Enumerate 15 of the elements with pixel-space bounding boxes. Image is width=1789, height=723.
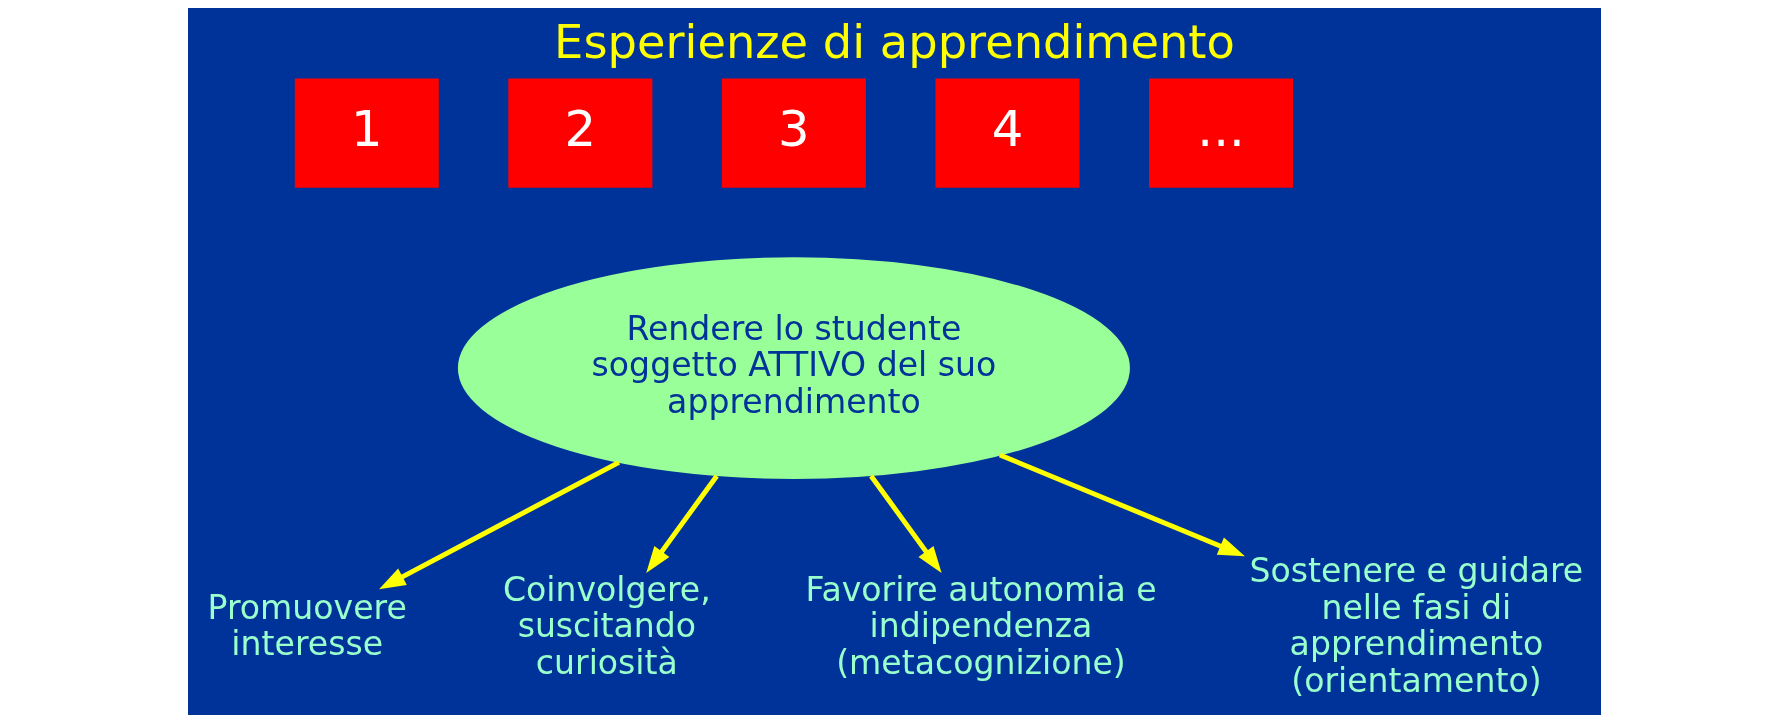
node-box: 2	[508, 78, 653, 188]
node-text: Sostenere e guidare nelle fasi di apprendimento (orientamento)	[1249, 551, 1584, 700]
node-box: 1	[294, 78, 439, 188]
node-text: Promuovere interesse	[207, 587, 407, 664]
arrow	[869, 474, 942, 573]
diagram-title: Esperienze di apprendimento	[554, 15, 1235, 70]
node-box: 4	[935, 78, 1080, 188]
node-text: Favorire autonomia e indipendenza (metacognizione)	[805, 569, 1157, 682]
node-box: ...	[1149, 78, 1294, 188]
arrow	[379, 460, 621, 590]
node-box: 3	[721, 78, 866, 188]
node-text: Coinvolgere, suscitando curiosità	[502, 569, 711, 682]
node-ellipse: Rendere lo studente soggetto ATTIVO del suo apprendimento	[457, 257, 1130, 479]
arrow	[646, 474, 719, 573]
arrow	[998, 452, 1245, 557]
